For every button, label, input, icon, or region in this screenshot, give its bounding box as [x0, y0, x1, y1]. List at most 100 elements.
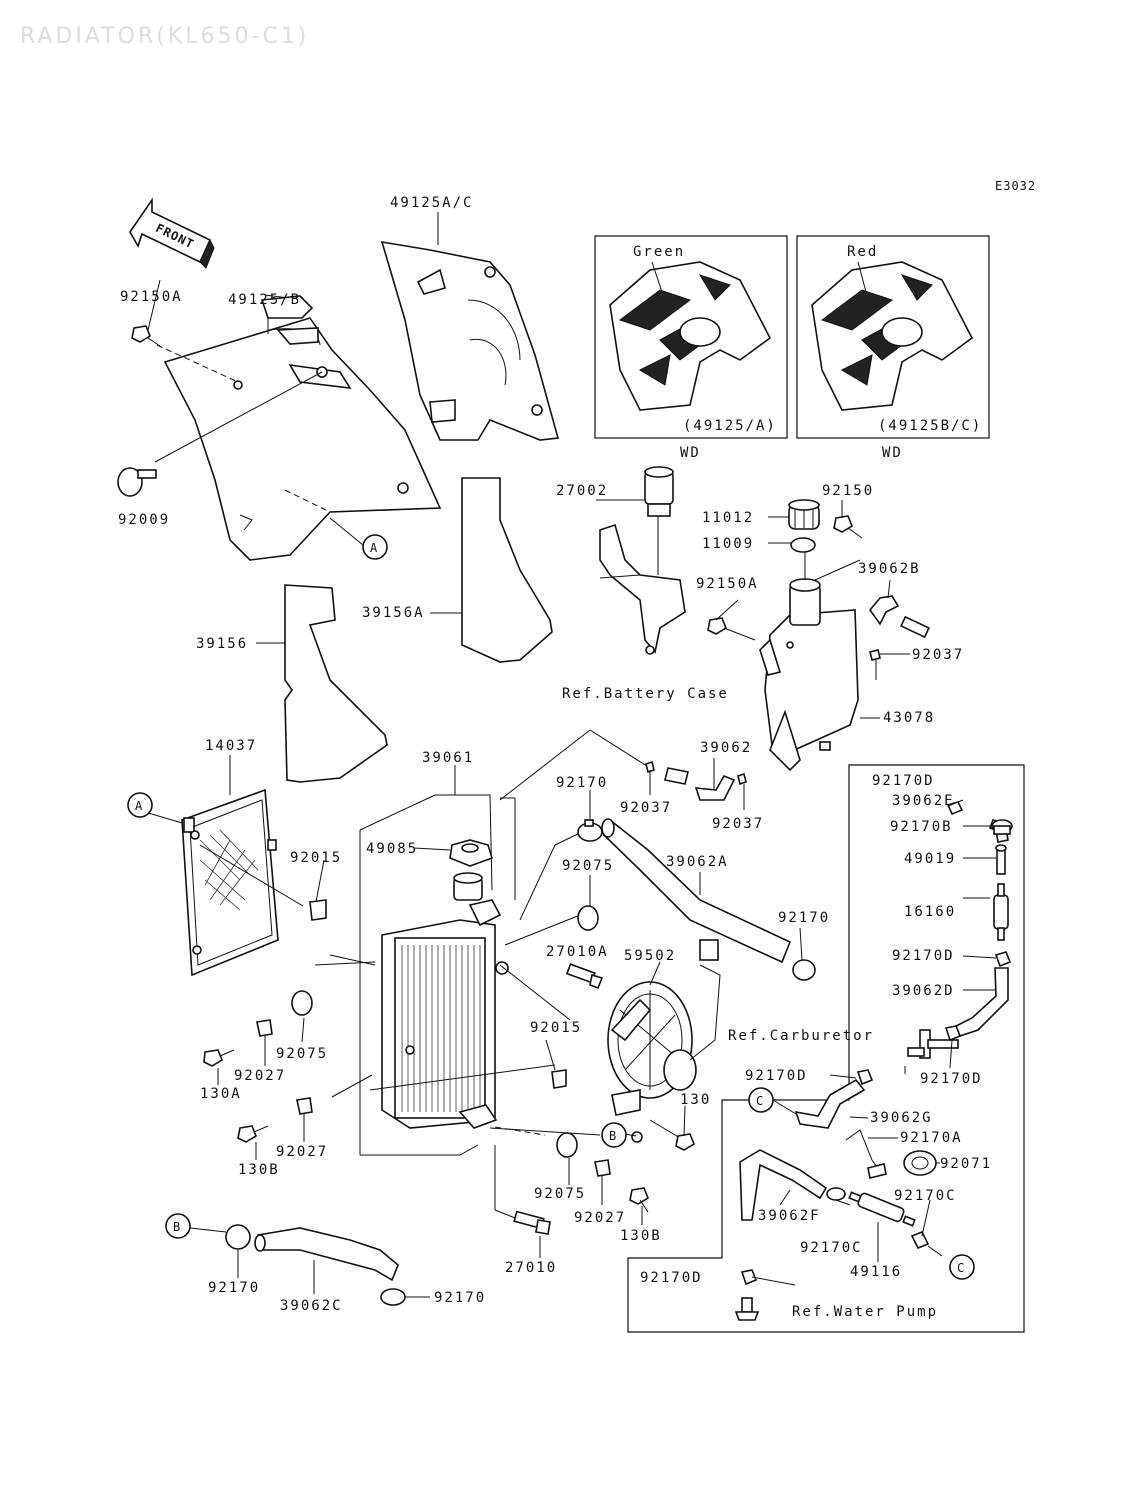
svg-text:A: A	[370, 541, 378, 555]
relay-27002	[644, 466, 674, 517]
part-label: 92170D	[872, 773, 935, 789]
part-label: 43078	[883, 710, 935, 726]
clamp-92170-upper	[577, 819, 603, 842]
part-label: 11012	[702, 510, 754, 526]
part-label: 92170	[556, 775, 608, 791]
bolt-130b-right	[629, 1187, 649, 1213]
part-label: 39062G	[870, 1110, 933, 1126]
part-label: 92150	[822, 483, 874, 499]
radiator-39061	[381, 872, 509, 1129]
hose-39062d	[954, 967, 1009, 1037]
shroud-left-49125b	[163, 294, 442, 561]
grommet-92075-left	[291, 990, 313, 1016]
part-label: 39062	[700, 740, 752, 756]
clamp-92170c-right	[910, 1230, 930, 1250]
part-label: 92075	[534, 1186, 586, 1202]
part-label: 92150A	[696, 576, 759, 592]
sensor-27010	[513, 1210, 551, 1235]
part-label: 59502	[624, 948, 676, 964]
part-label: 39156	[196, 636, 248, 652]
hose-39062c	[254, 1227, 399, 1282]
part-label: 49019	[904, 851, 956, 867]
part-label: 92170D	[640, 1270, 703, 1286]
part-label: 92037	[912, 647, 964, 663]
part-label: 92150A	[120, 289, 183, 305]
part-label: 130B	[238, 1162, 280, 1178]
part-label: 39062A	[666, 854, 729, 870]
callout-c-lower: C	[949, 1254, 975, 1280]
fan-59502	[607, 939, 721, 1116]
sensor-27010a	[565, 963, 604, 990]
callout-b-right: B	[601, 1122, 627, 1148]
svg-text:B: B	[609, 1129, 617, 1143]
part-label: 49085	[366, 841, 418, 857]
part-label: 39062D	[892, 983, 955, 999]
filter-16160	[993, 883, 1009, 941]
svg-text:B: B	[173, 1220, 181, 1234]
filter-49116	[848, 1191, 916, 1227]
part-label: 27010A	[546, 944, 609, 960]
bolt-92150a-tank	[707, 617, 756, 641]
inset-green-color-label: Green	[633, 244, 685, 260]
collar-92027-b	[296, 1097, 313, 1115]
bolt-92150	[833, 515, 863, 539]
part-label: 92170A	[900, 1130, 963, 1146]
part-label: 16160	[904, 904, 956, 920]
cap-11012	[788, 499, 820, 530]
inset-red-box	[796, 235, 990, 439]
part-label: 92170	[208, 1280, 260, 1296]
part-label: 92170	[778, 910, 830, 926]
carburetor-group-box	[627, 764, 1025, 1333]
part-label: 49116	[850, 1264, 902, 1280]
part-label: 27010	[505, 1260, 557, 1276]
gasket-11009	[790, 537, 816, 553]
part-label: 14037	[205, 738, 257, 754]
part-label: 92015	[290, 850, 342, 866]
part-label: 92027	[574, 1210, 626, 1226]
part-label: 92170D	[892, 948, 955, 964]
panel-39156	[284, 584, 388, 783]
part-label: 92170B	[890, 819, 953, 835]
part-label: 27002	[556, 483, 608, 499]
part-label: 92015	[530, 1020, 582, 1036]
part-label: 49125A/C	[390, 195, 473, 211]
radiator-cap-49085	[449, 839, 493, 867]
diagram-code: E3032	[995, 179, 1036, 193]
part-label: 92075	[562, 858, 614, 874]
reservoir-tank-43078	[759, 578, 859, 772]
ref-water-pump: Ref.Water Pump	[792, 1304, 938, 1320]
svg-text:A: A	[135, 799, 143, 813]
part-label: 130B	[620, 1228, 662, 1244]
hose-39062a	[601, 818, 792, 964]
part-label: 92170D	[745, 1068, 808, 1084]
clip-92170a	[845, 1129, 887, 1179]
clamp-92170d-left	[856, 1069, 874, 1086]
collar-92027-a	[256, 1019, 273, 1037]
clamp-92170b	[991, 819, 1013, 835]
part-label: 130A	[200, 1086, 242, 1102]
shroud-right-49125ac	[380, 241, 560, 441]
inset-red-part-label: (49125B/C)	[878, 418, 982, 434]
part-label: 39156A	[362, 605, 425, 621]
collar-92027-c	[594, 1159, 611, 1177]
part-label: 39062F	[758, 1208, 821, 1224]
part-label: 92027	[276, 1144, 328, 1160]
inset-red-wd-label: WD	[882, 445, 903, 461]
part-label: 49125/B	[228, 292, 301, 308]
clamp-92170d-mid	[994, 951, 1012, 968]
front-arrow-icon: FRONT	[129, 197, 215, 269]
part-label: 92037	[620, 800, 672, 816]
cap-92071	[903, 1150, 937, 1176]
part-label: 11009	[702, 536, 754, 552]
screen-14037	[181, 788, 279, 977]
tube-49019	[995, 844, 1007, 875]
hose-39062b	[868, 595, 930, 639]
page-watermark: RADIATOR(KL650-C1)	[20, 24, 310, 49]
svg-text:C: C	[957, 1261, 965, 1275]
part-label: 92075	[276, 1046, 328, 1062]
bolt-92150a-left	[131, 325, 161, 347]
grommet-92075-upper	[577, 905, 599, 931]
grommet-92075-lower	[556, 1132, 578, 1158]
water-pump-fitting	[734, 1297, 760, 1321]
inset-green-wd-label: WD	[680, 445, 701, 461]
